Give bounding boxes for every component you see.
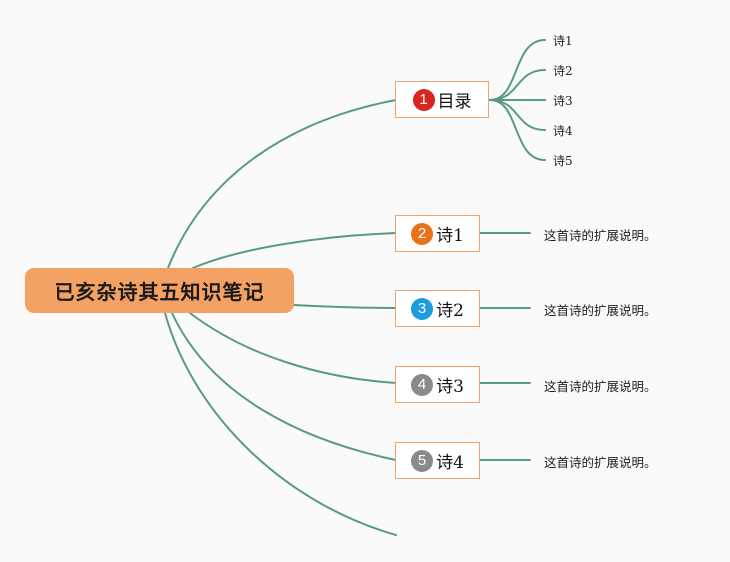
connector-root-toc (167, 99, 397, 269)
connector-toc-item2 (489, 69, 546, 101)
toc-item[interactable]: 诗1 (553, 34, 573, 48)
poem-description[interactable]: 这首诗的扩展说明。 (544, 379, 657, 394)
connector-toc-item5 (489, 99, 546, 161)
branch-node-toc[interactable]: 1 目录 (395, 81, 489, 118)
number-badge-icon: 4 (411, 373, 434, 396)
toc-item[interactable]: 诗5 (553, 154, 573, 168)
branch-label: 诗2 (436, 301, 464, 321)
number-badge-icon: 1 (412, 88, 435, 111)
branch-label: 目录 (437, 92, 472, 112)
toc-item[interactable]: 诗3 (553, 94, 573, 108)
connector-toc-item1 (489, 39, 546, 101)
poem-description[interactable]: 这首诗的扩展说明。 (544, 228, 657, 243)
root-node[interactable]: 已亥杂诗其五知识笔记 (25, 268, 294, 313)
branch-node-poem4[interactable]: 5 诗4 (395, 442, 480, 479)
branch-node-poem1[interactable]: 2 诗1 (395, 215, 480, 252)
toc-item[interactable]: 诗2 (553, 64, 573, 78)
number-badge-icon: 5 (411, 449, 434, 472)
poem-description[interactable]: 这首诗的扩展说明。 (544, 455, 657, 470)
branch-node-poem2[interactable]: 3 诗2 (395, 290, 480, 327)
connector-root-poem2 (293, 304, 397, 309)
connector-root-poem4 (171, 312, 397, 461)
connector-root-poem1 (192, 232, 397, 269)
connector-root-extra (164, 312, 397, 536)
number-badge-icon: 2 (411, 222, 434, 245)
branch-label: 诗3 (436, 377, 464, 397)
connector-root-poem3 (189, 312, 397, 384)
toc-item[interactable]: 诗4 (553, 124, 573, 138)
connector-toc-item4 (489, 99, 546, 131)
poem-description[interactable]: 这首诗的扩展说明。 (544, 303, 657, 318)
branch-label: 诗1 (436, 226, 464, 246)
root-label: 已亥杂诗其五知识笔记 (54, 280, 265, 304)
branch-node-poem3[interactable]: 4 诗3 (395, 366, 480, 403)
number-badge-icon: 3 (411, 297, 434, 320)
branch-label: 诗4 (436, 453, 464, 473)
